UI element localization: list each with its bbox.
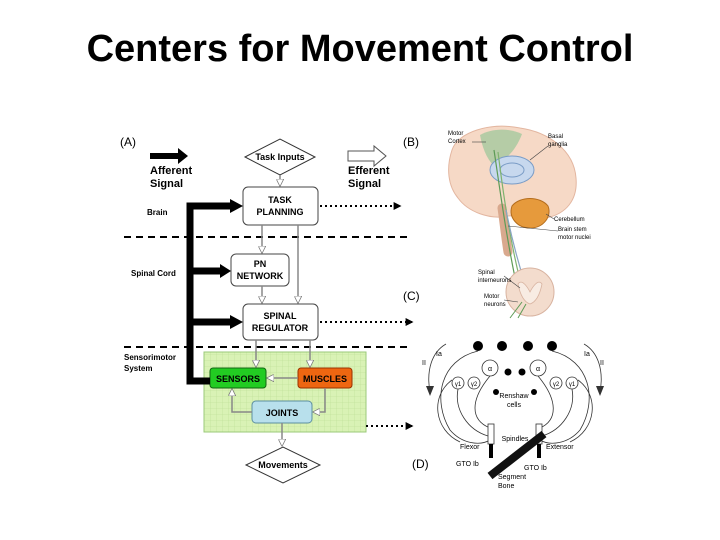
- level-sensorimotor-line2: System: [124, 364, 152, 373]
- alpha-left-label: α: [488, 366, 492, 373]
- segment-line2: Bone: [498, 483, 514, 490]
- alpha-right-label: α: [536, 366, 540, 373]
- pn-network-line2: NETWORK: [237, 271, 284, 281]
- ii-right-label: II: [600, 360, 604, 367]
- basal-ganglia-line1: Basal: [548, 134, 563, 140]
- ii-left-label: II: [422, 360, 426, 367]
- slide-title: Centers for Movement Control: [86, 28, 634, 70]
- panel-a-label: (A): [120, 135, 136, 149]
- movements-label: Movements: [258, 460, 308, 470]
- motor-cortex-line2: Cortex: [448, 139, 466, 145]
- basal-ganglia-line2: ganglia: [548, 142, 568, 148]
- motor-cortex-line1: Motor: [448, 131, 463, 137]
- panel-d: (D): [412, 341, 604, 490]
- cerebellum-label: Cerebellum: [554, 217, 585, 223]
- efferent-arrows: [232, 175, 326, 445]
- efferent-label-line1: Efferent: [348, 165, 390, 177]
- fiber-ends: [426, 386, 604, 396]
- joints-label: JOINTS: [266, 408, 299, 418]
- motor-neurons-line2: neurons: [484, 302, 506, 308]
- afferent-label-line2: Signal: [150, 178, 183, 190]
- gto-left-label: GTO Ib: [456, 461, 479, 468]
- panel-b: (B) Motor Cortex Basal ganglia: [403, 125, 591, 319]
- panel-d-label: (D): [412, 457, 429, 471]
- motor-neurons-line1: Motor: [484, 294, 499, 300]
- neuron-circles: [451, 359, 579, 390]
- segment-bone: [487, 430, 547, 480]
- panel-b-leaders: [472, 141, 559, 303]
- gamma2-right-label: γ2: [553, 382, 560, 388]
- efferent-arrow: [347, 144, 387, 168]
- motor-cortex-region: [480, 129, 522, 166]
- extensor-label: Extensor: [546, 444, 574, 451]
- renshaw-line1: Renshaw: [499, 393, 529, 400]
- level-sensorimotor-line1: Sensorimotor: [124, 353, 176, 362]
- dotted-links: [320, 202, 414, 430]
- ia-right-label: Ia: [584, 351, 590, 358]
- spinal-interneurons-line1: Spinal: [478, 270, 495, 276]
- sensors-label: SENSORS: [216, 374, 260, 384]
- panel-c-label: (C): [403, 289, 420, 303]
- panel-b-label: (B): [403, 135, 419, 149]
- spinal-regulator-node: [242, 303, 319, 341]
- movements-node: [244, 446, 322, 484]
- gto-right-label: GTO Ib: [524, 465, 547, 472]
- task-inputs-label: Task Inputs: [255, 152, 304, 162]
- renshaw-line2: cells: [507, 402, 522, 409]
- cerebellum-region: [510, 198, 550, 229]
- brain-stem: [497, 203, 513, 257]
- afferent-label-line1: Afferent: [150, 165, 193, 177]
- gamma1-right-label: γ1: [569, 382, 576, 388]
- afferent-arrow: [150, 148, 188, 164]
- task-planning-line2: PLANNING: [257, 207, 304, 217]
- neuron-dots: [473, 341, 557, 395]
- ia-left-label: Ia: [436, 351, 442, 358]
- muscles-label: MUSCLES: [303, 374, 347, 384]
- spindles-label: Spindles: [502, 436, 529, 443]
- brain-stem-line1: Brain stem: [558, 227, 587, 233]
- level-brain: Brain: [147, 208, 168, 217]
- flexor-label: Flexor: [460, 444, 480, 451]
- fiber-arcs: [428, 343, 602, 444]
- flexor-spindle: [487, 423, 495, 445]
- brain-stem-line2: motor nuclei: [558, 235, 591, 241]
- afferent-feedback-path: [186, 199, 243, 385]
- efferent-label-line2: Signal: [348, 178, 381, 190]
- task-planning-node: [242, 186, 319, 226]
- segment-line1: Segment: [498, 474, 526, 481]
- gamma2-left-label: γ2: [471, 382, 478, 388]
- spinal-regulator-line2: REGULATOR: [252, 323, 309, 333]
- task-planning-line1: TASK: [268, 195, 292, 205]
- pn-network-line1: PN: [254, 259, 267, 269]
- pn-network-node: [230, 253, 290, 287]
- gamma1-left-label: γ1: [455, 382, 462, 388]
- level-spinal-cord: Spinal Cord: [131, 269, 176, 278]
- task-inputs-node: [243, 138, 317, 176]
- panel-a: (A) Afferent Signal Efferent Signal Brai…: [120, 135, 414, 484]
- spinal-regulator-line1: SPINAL: [263, 311, 297, 321]
- spinal-interneurons-line2: interneurons: [478, 278, 511, 284]
